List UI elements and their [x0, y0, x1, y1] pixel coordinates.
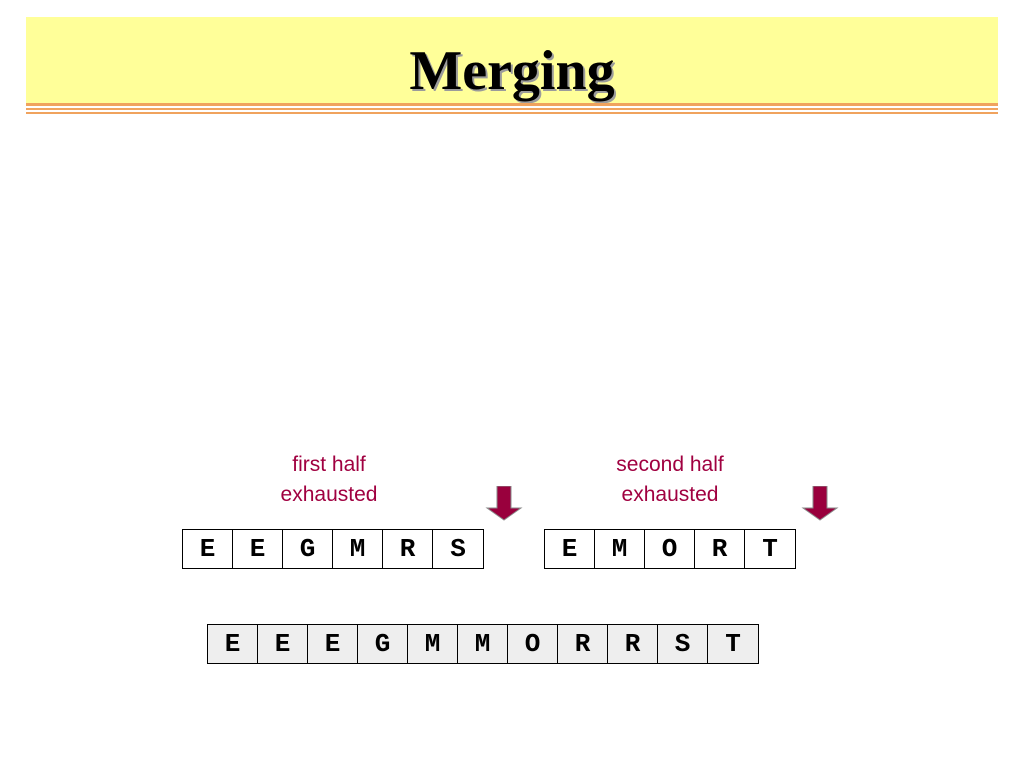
array-cell: E: [233, 530, 283, 568]
array-cell: G: [283, 530, 333, 568]
array-cell: M: [408, 625, 458, 663]
array-cell: R: [558, 625, 608, 663]
array-cell: O: [645, 530, 695, 568]
second-half-label-line2: exhausted: [621, 483, 719, 506]
array-cell: E: [183, 530, 233, 568]
array-cell: E: [308, 625, 358, 663]
second-half-label-line1: second half: [616, 453, 724, 476]
first-half-arrow-icon: [485, 486, 523, 521]
first-half-label-line1: first half: [292, 453, 366, 476]
second-half-label: second half exhausted: [570, 450, 770, 510]
array-cell: E: [208, 625, 258, 663]
title-bar: Merging: [26, 17, 998, 103]
array-cell: T: [745, 530, 795, 568]
array-cell: G: [358, 625, 408, 663]
array-cell: O: [508, 625, 558, 663]
array-cell: E: [545, 530, 595, 568]
array-cell: R: [383, 530, 433, 568]
first-half-label: first half exhausted: [229, 450, 429, 510]
array-cell: R: [608, 625, 658, 663]
array-cell: T: [708, 625, 758, 663]
array-cell: S: [433, 530, 483, 568]
array-cell: E: [258, 625, 308, 663]
slide-title: Merging: [409, 40, 615, 102]
array-cell: M: [458, 625, 508, 663]
first-half-label-line2: exhausted: [280, 483, 378, 506]
array-cell: M: [595, 530, 645, 568]
array-cell: M: [333, 530, 383, 568]
title-rule-top: [26, 103, 998, 106]
array-cell: R: [695, 530, 745, 568]
title-rule-bottom: [26, 112, 998, 114]
array-cell: S: [658, 625, 708, 663]
second-half-arrow-icon: [801, 486, 839, 521]
title-rule-middle: [26, 108, 998, 110]
